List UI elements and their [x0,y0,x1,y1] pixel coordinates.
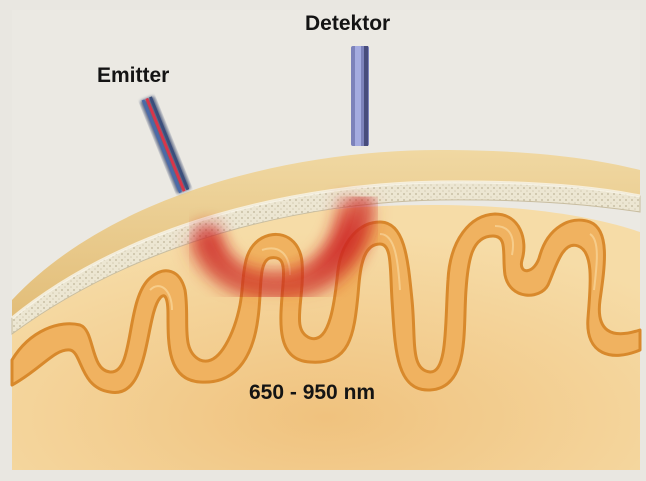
detector-label: Detektor [305,12,390,36]
wavelength-label: 650 - 950 nm [249,381,375,405]
emitter-label: Emitter [97,64,169,88]
detector-probe-icon [351,46,369,146]
